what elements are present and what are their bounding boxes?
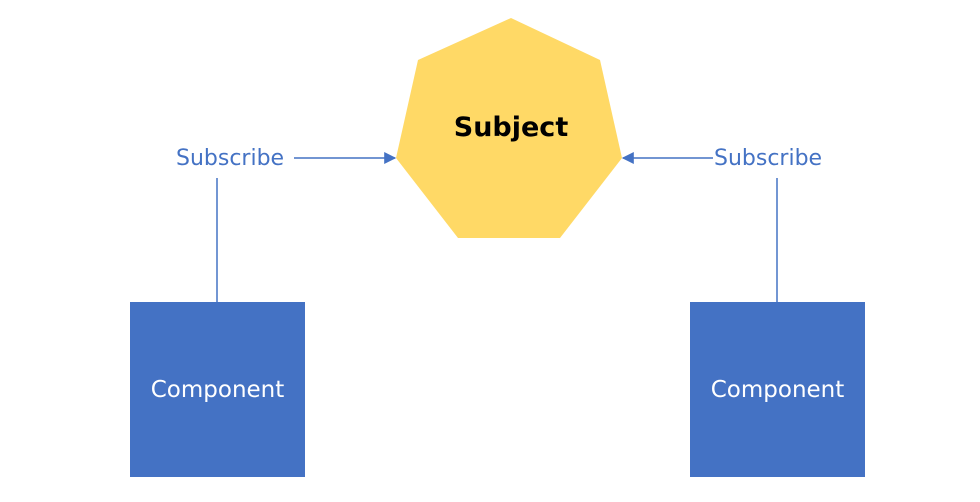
left-subscribe-label: Subscribe — [176, 146, 285, 171]
left-component-box[interactable]: Component — [130, 302, 305, 477]
right-subscribe-label: Subscribe — [714, 146, 823, 171]
right-component-label: Component — [710, 376, 845, 403]
left-component-label: Component — [150, 376, 285, 403]
subject-label: Subject — [453, 112, 569, 143]
subject-heptagon[interactable] — [396, 18, 622, 238]
right-component-box[interactable]: Component — [690, 302, 865, 477]
